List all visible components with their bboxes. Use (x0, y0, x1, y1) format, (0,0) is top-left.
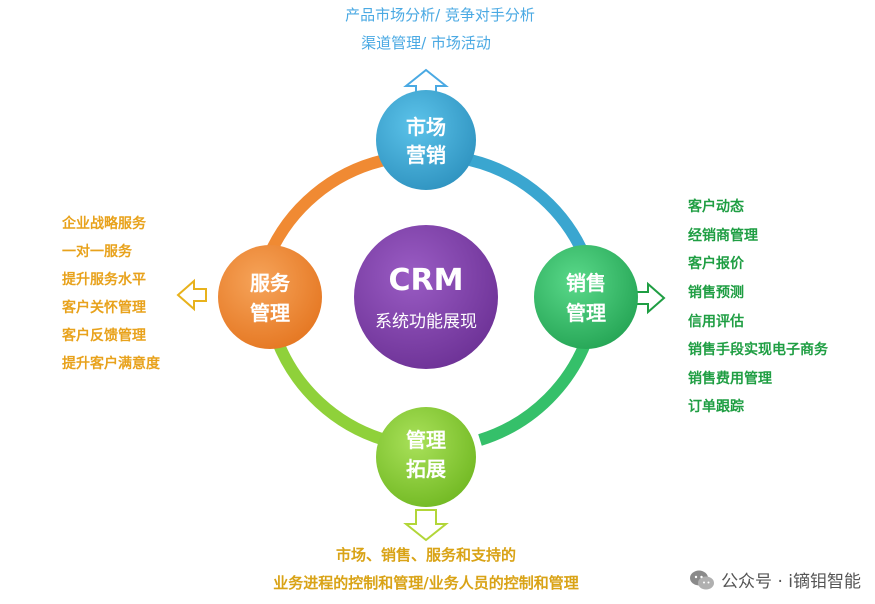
node-market-circle (376, 90, 476, 190)
right-text-line-8: 订单跟踪 (688, 398, 744, 415)
left-text-line-2: 一对一服务 (62, 243, 133, 260)
node-sales-circle (534, 245, 638, 349)
node-sales-line1: 销售 (566, 271, 606, 295)
bottom-text-line-1: 市场、销售、服务和支持的 (336, 546, 516, 564)
left-text-line-4: 客户关怀管理 (61, 299, 146, 316)
arc-bottom-left (271, 337, 387, 446)
right-text-line-4: 销售预测 (688, 284, 744, 301)
node-market-line1: 市场 (406, 115, 446, 139)
node-sales-line2: 管理 (566, 301, 606, 325)
arrow-right-icon (635, 281, 666, 315)
top-text-line-1: 产品市场分析/ 竞争对手分析 (345, 6, 535, 24)
center-title: CRM (389, 263, 464, 298)
left-text-line-6: 提升客户满意度 (62, 355, 161, 372)
watermark: 公众号 · i镝钼智能 (689, 567, 861, 592)
node-expand-circle (376, 407, 476, 507)
center-subtitle: 系统功能展现 (375, 312, 477, 332)
arrow-left-icon (176, 278, 207, 312)
bottom-text-line-2: 业务进程的控制和管理/业务人员的控制和管理 (273, 574, 578, 592)
top-text-line-2: 渠道管理/ 市场活动 (361, 34, 491, 52)
right-text-line-2: 经销商管理 (688, 227, 758, 244)
node-service-circle (218, 245, 322, 349)
node-expand-line2: 拓展 (406, 457, 446, 481)
right-text-line-6: 销售手段实现电子商务 (688, 341, 829, 358)
bottom-text-block: 市场、销售、服务和支持的 业务进程的控制和管理/业务人员的控制和管理 (273, 546, 578, 592)
left-text-block: 企业战略服务 一对一服务 提升服务水平 客户关怀管理 客户反馈管理 提升客户满意… (61, 215, 161, 372)
left-text-line-1: 企业战略服务 (61, 215, 147, 232)
center-circle (354, 225, 498, 369)
left-text-line-5: 客户反馈管理 (61, 327, 146, 344)
right-text-line-7: 销售费用管理 (688, 370, 772, 387)
right-text-line-3: 客户报价 (687, 255, 745, 272)
arc-top-left (262, 154, 387, 261)
wechat-icon (690, 570, 715, 589)
top-text-block: 产品市场分析/ 竞争对手分析 渠道管理/ 市场活动 (345, 6, 535, 52)
right-text-block: 客户动态 经销商管理 客户报价 销售预测 信用评估 销售手段实现电子商务 销售费… (687, 198, 829, 415)
arc-bottom-right (478, 328, 596, 446)
node-service-line1: 服务 (250, 271, 291, 295)
node-expand-line1: 管理 (406, 428, 446, 452)
node-service-line2: 管理 (250, 301, 290, 325)
node-market-line2: 营销 (406, 143, 446, 167)
right-text-line-5: 信用评估 (688, 313, 744, 330)
left-text-line-3: 提升服务水平 (62, 271, 146, 288)
arrow-down-icon (403, 509, 449, 542)
right-text-line-1: 客户动态 (687, 198, 744, 215)
watermark-text: 公众号 · i镝钼智能 (721, 572, 861, 592)
